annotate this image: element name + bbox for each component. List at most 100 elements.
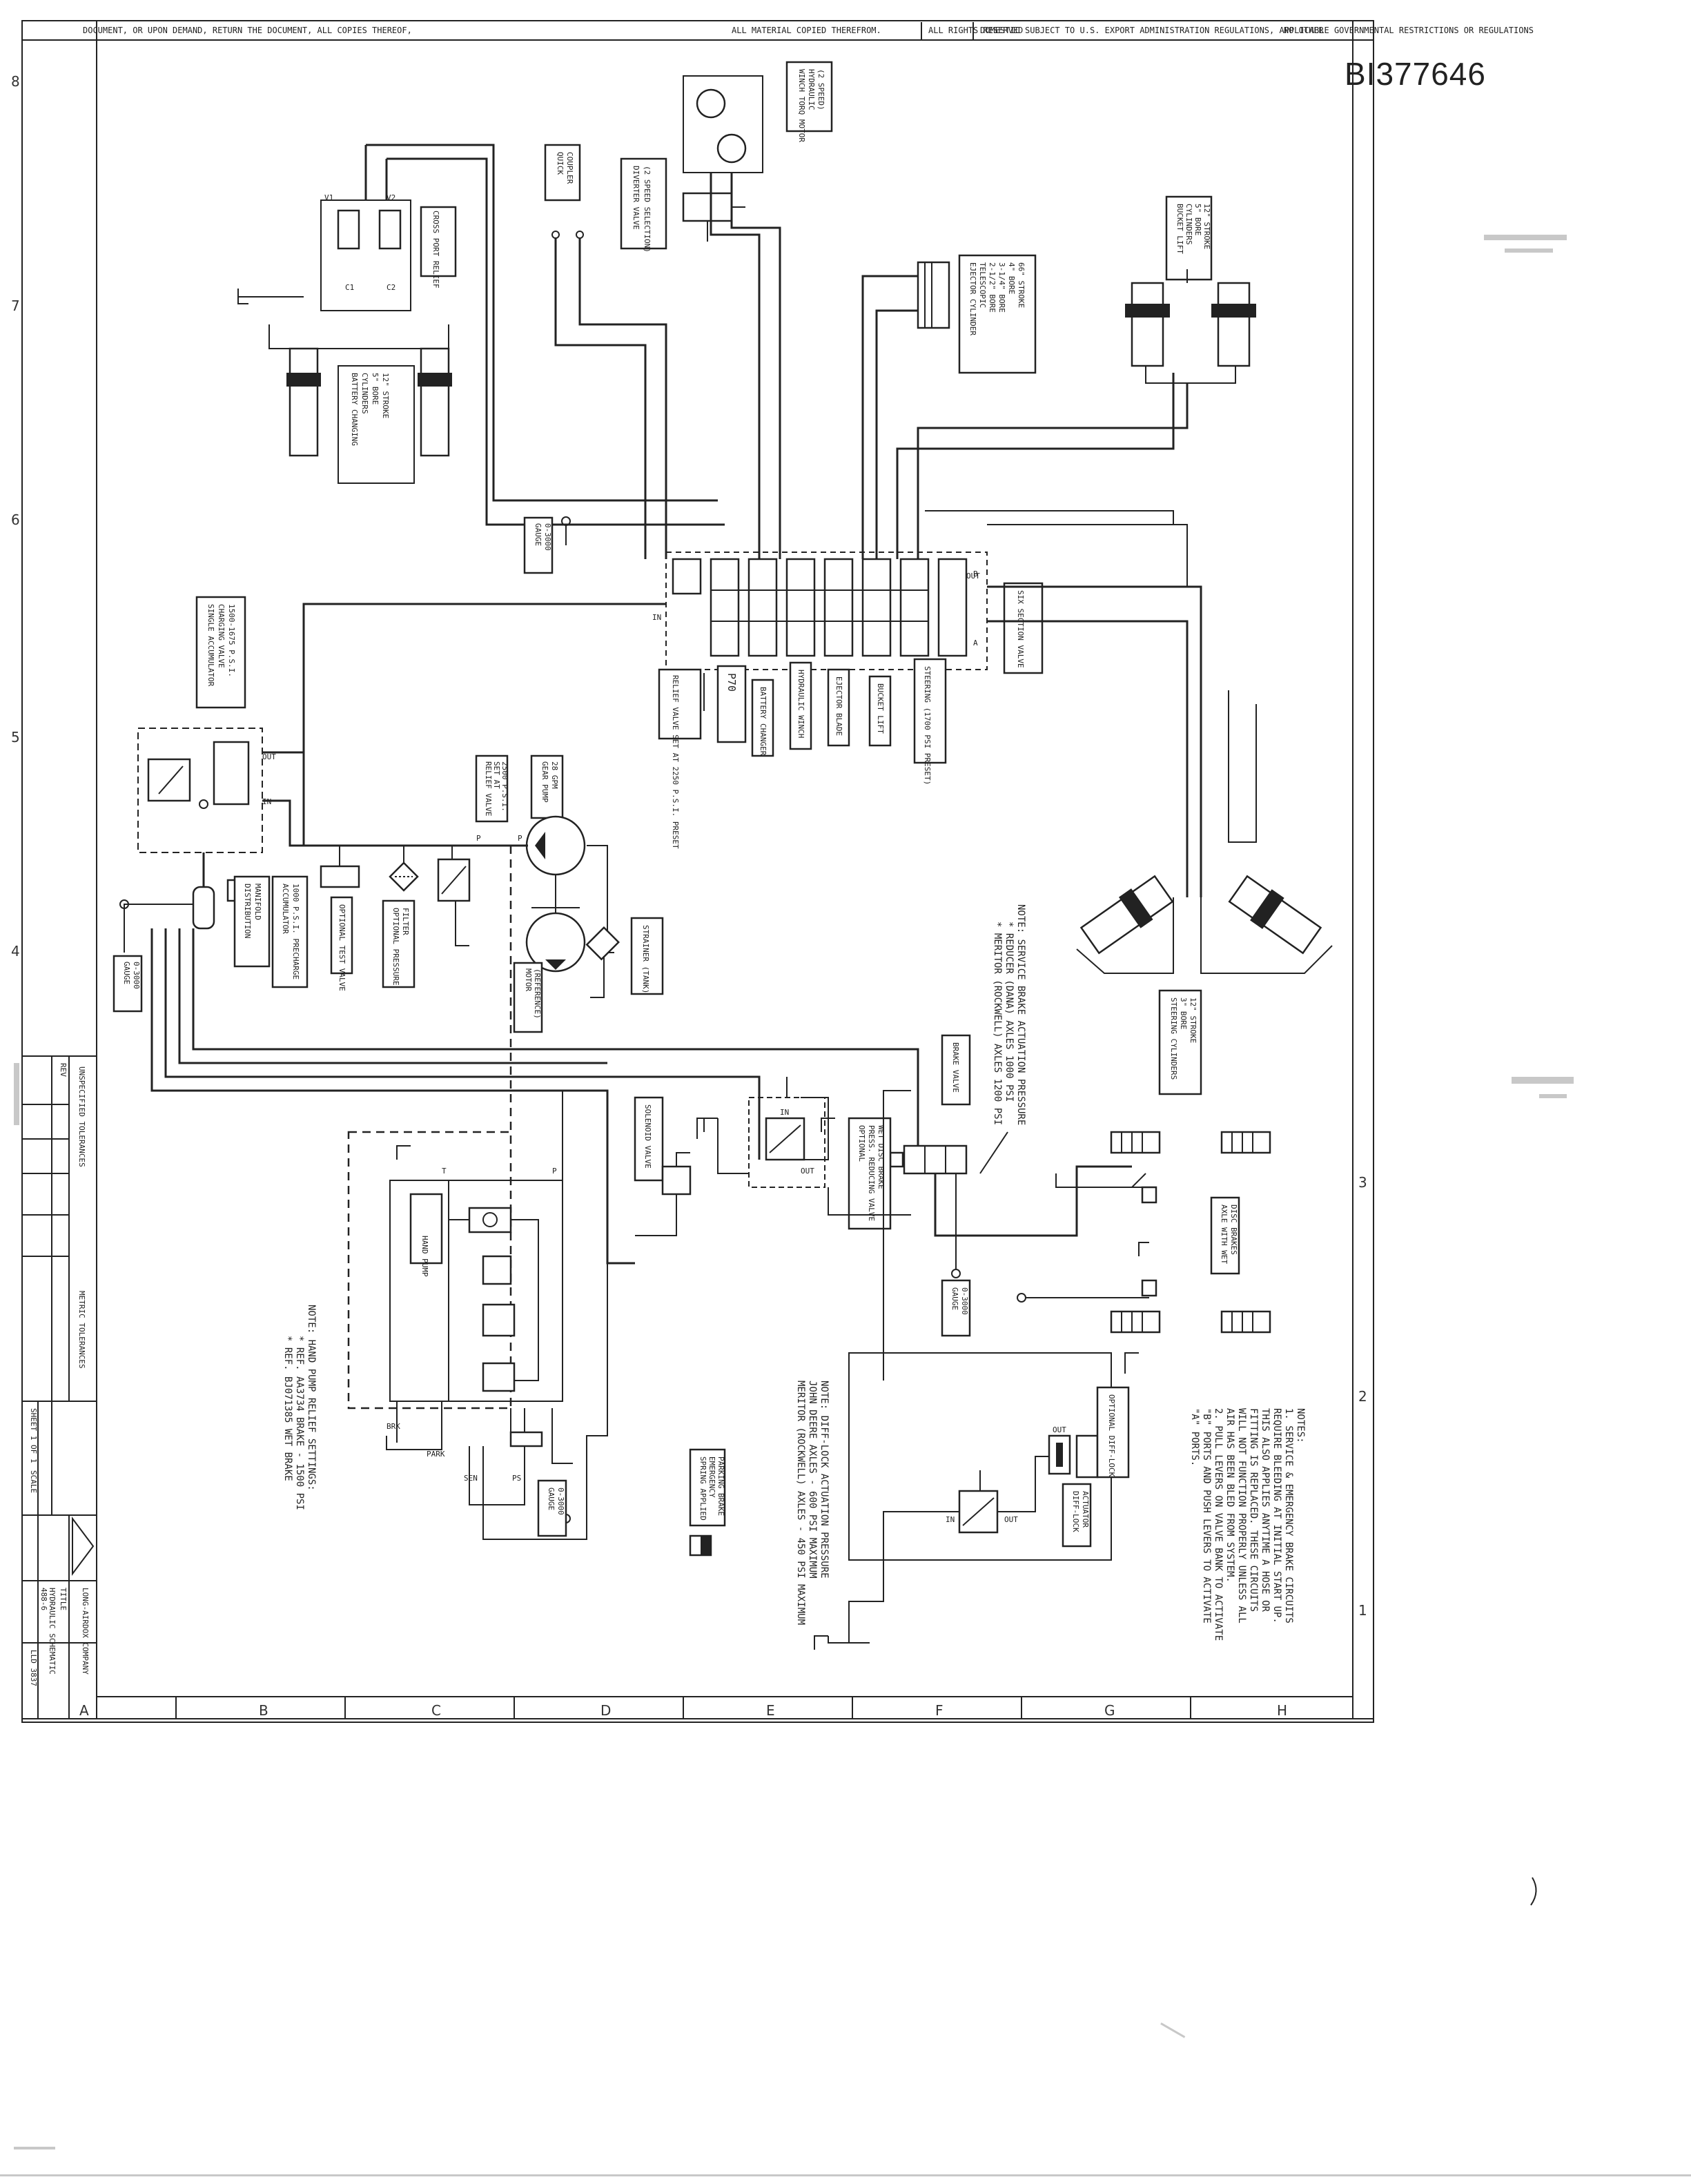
- gauge-left-label-1: GAUGE: [122, 962, 131, 984]
- header-text-3: ALL RIGHTS RESERVED: [928, 26, 1023, 35]
- reducing-label-3: WET DISC BRAKE: [877, 1125, 886, 1189]
- steering-cylinder-right: [1228, 875, 1322, 955]
- zone-row-3: 3: [1358, 1174, 1367, 1191]
- notes-line-4: FITTING IS REPLACED. THESE CIRCUITS: [1248, 1408, 1259, 1612]
- test-valve-label: OPTIONAL TEST VALVE: [338, 904, 346, 991]
- title-label: TITLE: [59, 1588, 68, 1610]
- battery-cyl-label-4: 12" STROKE: [381, 373, 390, 418]
- brake-pack-top-right: [1220, 1131, 1271, 1154]
- valve-port-b: B: [973, 569, 978, 578]
- hp-mark-ps: PS: [512, 1474, 521, 1483]
- reducing-in-label: IN: [780, 1108, 789, 1117]
- document-id: BI377646: [1345, 56, 1486, 92]
- drawing-number: LLD 3837: [29, 1650, 38, 1686]
- diff-actuator-label-1: DIFF-LOCK: [1071, 1491, 1080, 1532]
- relief-valve-label-3: 2500 P.S.I.: [500, 761, 509, 812]
- section-label-relief: RELIEF VALVE SET AT 2250 P.S.I. PRESET: [671, 675, 680, 849]
- spring-brake-label-2: EMERGENCY: [707, 1456, 716, 1498]
- axle-label-2: DISC BRAKES: [1229, 1205, 1238, 1255]
- test-valve-symbol: [320, 865, 360, 888]
- zone-col-f: F: [935, 1702, 944, 1719]
- header-strip: DOCUMENT, OR UPON DEMAND, RETURN THE DOC…: [83, 22, 1534, 40]
- hand-pump-note: NOTE: HAND PUMP RELIEF SETTINGS: * REF. …: [282, 1305, 317, 1510]
- ejector-label-5: 4" BORE: [1007, 262, 1016, 294]
- notes-line-8: "B" PORTS AND PUSH LEVERS TO ACTIVATE: [1201, 1408, 1212, 1624]
- axle-wet-disc-brakes: AXLE WITH WET DISC BRAKES: [1017, 1131, 1271, 1334]
- section-battery: [710, 558, 740, 657]
- sheet-label: SHEET 1 OF 1: [29, 1408, 38, 1463]
- section-label-steering: STEERING (1700 PSI PRESET): [923, 666, 932, 785]
- port-v1-label: V1: [324, 193, 333, 202]
- valve-port-a: A: [973, 638, 978, 647]
- company-name: LONG-AIRDOX COMPANY: [81, 1588, 90, 1675]
- section-label-p70: P70: [725, 673, 738, 692]
- ejector-label-2: TELESCOPIC: [978, 262, 987, 308]
- spring-brake-label-3: PARKING BRAKE: [716, 1456, 725, 1516]
- header-text-2: ALL MATERIAL COPIED THEREFROM.: [732, 26, 881, 35]
- battery-changing-circuit: V1 V2 C1 C2 CROSS PORT RELIEF BATTERY CH…: [237, 144, 725, 526]
- relief-valve-label-2: SET AT: [492, 761, 501, 789]
- accumulator-charging: SINGLE ACCUMULATOR CHARGING VALVE 1500-1…: [137, 596, 414, 853]
- gauge-top-label-1: GAUGE: [534, 523, 543, 546]
- accumulator-label-1: ACCUMULATOR: [281, 884, 290, 934]
- bucket-lift-label-3: 5" BORE: [1193, 204, 1202, 235]
- gauge-mid-label-1: GAUGE: [950, 1287, 959, 1310]
- quick-coupler-label-2: COUPLER: [565, 152, 574, 184]
- hp-release: [482, 1362, 516, 1392]
- title-line-1: HYDRAULIC SCHEMATIC: [48, 1588, 57, 1675]
- title-line-2: 488-6: [39, 1588, 48, 1610]
- bucket-cylinder-right: [1217, 282, 1251, 367]
- drawing-frame: [21, 20, 1374, 1723]
- hp-note-line-1: NOTE: HAND PUMP RELIEF SETTINGS:: [306, 1305, 317, 1491]
- zone-col-e: E: [766, 1702, 775, 1719]
- diff-out2-label: OUT: [1004, 1515, 1018, 1524]
- diff-out-label: OUT: [1053, 1425, 1066, 1434]
- brake-note-line-2: * REDUCER (DANA) AXLES 1000 PSI: [1004, 922, 1015, 1102]
- inlet-relief-section: [672, 558, 702, 595]
- hand-pump-label: HAND PUMP: [420, 1236, 429, 1277]
- bucket-cylinder-left: [1131, 282, 1164, 367]
- acc-charging-label-3: 1500-1675 P.S.I.: [227, 604, 236, 677]
- motor-label-1: MOTOR: [524, 968, 533, 991]
- hand-pump-circuit: HAND PUMP T P BRK PARK SEN PS GAUGE 0-30…: [347, 1091, 608, 1540]
- scale-label: SCALE: [29, 1470, 38, 1493]
- tolerances-label: UNSPECIFIED TOLERANCES: [77, 1066, 86, 1167]
- notes-line-0: NOTES:: [1295, 1408, 1306, 1443]
- brake-valve-circuit: BRAKE VALVE GAUGE 0-3000: [889, 1034, 1132, 1337]
- scan-noise: [0, 235, 1691, 2176]
- header-text-1: DOCUMENT, OR UPON DEMAND, RETURN THE DOC…: [83, 26, 412, 35]
- bucket-lift-circuit: BUCKET LIFT CYLINDERS 5" BORE 12" STROKE: [896, 195, 1256, 559]
- zone-row-labels: 8 7 6 5 4 3 2 1: [11, 73, 1367, 1619]
- hose-mark-p-1: P: [476, 834, 481, 843]
- main-lines: [302, 510, 1257, 897]
- port-c1-label: C1: [345, 283, 354, 292]
- strainer-label: STRAINER (TANK): [641, 925, 650, 993]
- bucket-lift-label-1: BUCKET LIFT: [1175, 204, 1184, 254]
- hp-mark-brk: BRK: [387, 1422, 400, 1431]
- accumulator-label-2: 1000 P.S.I. PRECHARGE: [291, 884, 300, 979]
- header-text-5: NO OTHER: [1284, 26, 1325, 35]
- diverter-label-1: DIVERTER VALVE: [632, 166, 641, 230]
- gauge-mid-label-2: 0-3000: [960, 1287, 969, 1315]
- section-label-ejector: EJECTOR BLADE: [834, 676, 843, 736]
- pump-circuit: RELIEF VALVE SET AT 2500 P.S.I. GEAR PUM…: [475, 754, 664, 1132]
- port-c2-label: C2: [387, 283, 395, 292]
- reducing-out-label: OUT: [801, 1167, 814, 1176]
- brake-note-line-1: NOTE: SERVICE BRAKE ACTUATION PRESSURE: [1015, 904, 1026, 1125]
- revision-label: REV: [59, 1063, 68, 1077]
- relief-valve-label-1: RELIEF VALVE: [484, 761, 493, 816]
- six-section-label: SIX SECTION VALVE: [1016, 590, 1025, 668]
- diverter-valve-symbol: [682, 192, 733, 222]
- gauge-mid-symbol: [951, 1269, 961, 1278]
- general-notes: NOTES: 1. SERVICE & EMERGENCY BRAKE CIRC…: [1189, 1408, 1306, 1641]
- steering-label-1: STEERING CYLINDERS: [1169, 997, 1178, 1080]
- diff-note-line-2: JOHN DEERE AXLES - 600 PSI MAXIMUM: [807, 1381, 818, 1579]
- solenoid-valve-symbol: [661, 1165, 692, 1196]
- brake-valve-symbol: [903, 1144, 968, 1175]
- winch-circuit: QUICK COUPLER DIVERTER VALVE (2 SPEED SE…: [544, 61, 833, 559]
- diff-actuator-label-2: ACTUATOR: [1081, 1491, 1090, 1528]
- diff-in-label: IN: [946, 1515, 955, 1524]
- shuttle-block: [509, 1431, 543, 1447]
- brake-pack-bottom-right: [1220, 1310, 1271, 1334]
- winch-motor-2: [716, 133, 747, 164]
